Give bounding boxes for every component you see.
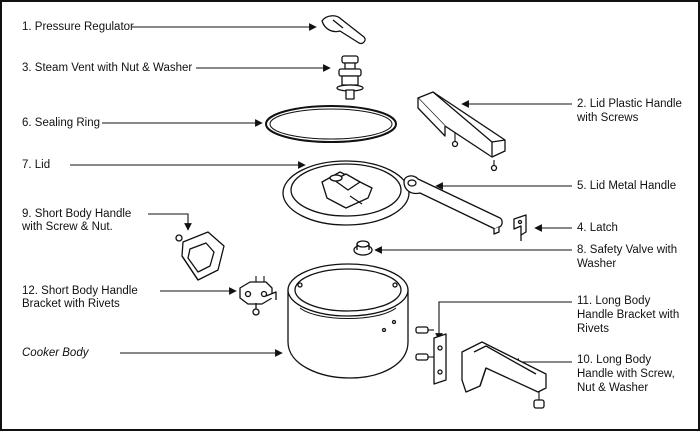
label-long-handle-line1: 10. Long Body [577,354,652,366]
cooker-body-part [287,263,409,379]
label-pressure-regulator: 1. Pressure Regulator [22,21,134,33]
label-sealing-ring: 6. Sealing Ring [22,117,100,129]
label-safety-valve-line1: 8. Safety Valve with [577,244,678,256]
steam-vent-part [336,55,364,100]
sealing-ring-part [265,105,397,143]
label-long-bracket-line1: 11. Long Body [577,295,651,307]
label-long-bracket-line2: Handle Bracket with [577,309,680,321]
pressure-regulator-part [321,15,366,45]
label-long-handle-line2: Handle with Screw, [577,368,675,380]
leader-short-body-handle [148,213,192,231]
long-body-handle-part [461,341,547,409]
short-bracket-part [239,276,277,316]
leader-lines [70,23,572,366]
leader-long-bracket [435,301,572,341]
label-short-bracket-line2: Bracket with Rivets [22,298,120,310]
label-short-body-handle-line2: with Screw & Nut. [22,221,113,233]
safety-valve-part [353,240,373,256]
label-long-handle-line3: Nut & Washer [577,382,649,394]
label-lid-metal-handle: 5. Lid Metal Handle [577,180,677,192]
label-lid: 7. Lid [22,159,51,171]
label-short-bracket-line1: 12. Short Body Handle [22,285,138,297]
lid-part [282,160,410,226]
label-lid-plastic-handle-line2: with Screws [577,112,639,124]
label-cooker-body: Cooker Body [22,347,89,359]
latch-part [513,214,527,241]
lid-plastic-handle-part [417,91,506,172]
long-bracket-part [415,326,447,385]
label-short-body-handle-line1: 9. Short Body Handle [22,208,132,220]
label-latch: 4. Latch [577,222,618,234]
label-lid-plastic-handle-line1: 2. Lid Plastic Handle [577,98,682,110]
label-long-bracket-line3: Rivets [577,323,609,335]
lid-metal-handle-part [403,175,503,235]
short-body-handle-part [175,231,225,281]
label-steam-vent: 3. Steam Vent with Nut & Washer [22,62,193,74]
label-safety-valve-line2: Washer [577,258,617,270]
